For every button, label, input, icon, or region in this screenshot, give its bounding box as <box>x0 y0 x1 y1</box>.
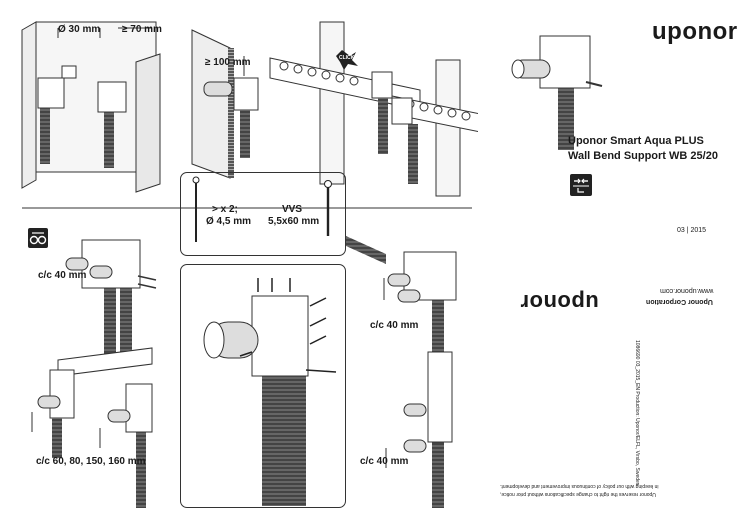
detail-panel <box>180 264 346 508</box>
vvs-title-label: VVS <box>282 204 303 215</box>
cc-40-label-left: c/c 40 mm <box>38 270 87 281</box>
product-title-line-1: Uponor Smart Aqua PLUS <box>568 135 704 147</box>
uponor-logo-top: uponor <box>652 18 738 45</box>
min-depth-label: ≥ 70 mm <box>122 24 162 35</box>
wall-bend-badge <box>570 174 592 196</box>
cover-product-illustration <box>511 35 603 150</box>
screw-quantity-label: > x 2; <box>212 204 238 215</box>
cc-40-label-right-bottom: c/c 40 mm <box>360 456 409 467</box>
screw-illustrations <box>192 176 332 242</box>
date-code: 03 | 2015 <box>677 227 707 234</box>
pipe-diameter-label: Ø 30 mm <box>58 24 101 35</box>
cc-multi-label: c/c 60, 80, 150, 160 mm <box>36 456 146 467</box>
screw-diameter-label: Ø 4,5 mm <box>206 216 252 227</box>
click-label: CLICK <box>339 55 355 61</box>
installation-drawings <box>21 21 478 508</box>
corporation-url: www.uponor.com <box>660 287 714 294</box>
column-bracket-illustration <box>346 236 457 508</box>
side-production-code: 1086690 03_2015_EN Production: Uponor/EL… <box>634 340 640 486</box>
glasses-badge <box>28 228 48 248</box>
rail-illustration <box>269 21 478 197</box>
min-clearance-label: ≥ 100 mm <box>205 57 251 68</box>
detail-illustration <box>203 278 337 506</box>
vvs-size-label: 5,5x60 mm <box>268 216 320 227</box>
disclaimer-line-1: Uponor reserves the right to change spec… <box>500 491 656 497</box>
wall-bend-icon <box>573 178 589 193</box>
multi-bracket-illustration <box>31 347 153 508</box>
uponor-logo-rotated: uponor <box>520 290 599 315</box>
wall-illustration-2 <box>191 29 259 179</box>
product-title-line-2: Wall Bend Support WB 25/20 <box>568 150 718 162</box>
cc-40-label-right-top: c/c 40 mm <box>370 320 419 331</box>
double-bracket-illustration <box>65 239 157 358</box>
corporation-name: Uponor Corporation <box>646 298 713 305</box>
glasses-icon <box>29 232 47 245</box>
wall-illustration-1 <box>21 21 161 193</box>
screw-spec-panel <box>180 172 346 256</box>
